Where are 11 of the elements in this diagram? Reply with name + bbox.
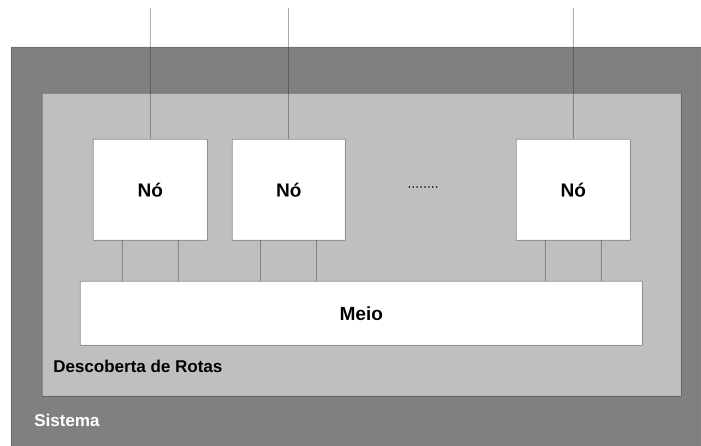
node-box: Nó xyxy=(93,139,208,240)
connector-line xyxy=(573,8,574,140)
connector-line xyxy=(601,240,602,282)
connector-line xyxy=(260,240,261,282)
medium-bar: Meio xyxy=(80,281,642,346)
connector-line xyxy=(288,8,289,140)
connector-line xyxy=(316,240,317,282)
ellipsis-text: ........ xyxy=(408,186,438,188)
node-box: Nó xyxy=(516,139,630,240)
connector-line xyxy=(545,240,546,282)
node-box: Nó xyxy=(232,139,346,240)
